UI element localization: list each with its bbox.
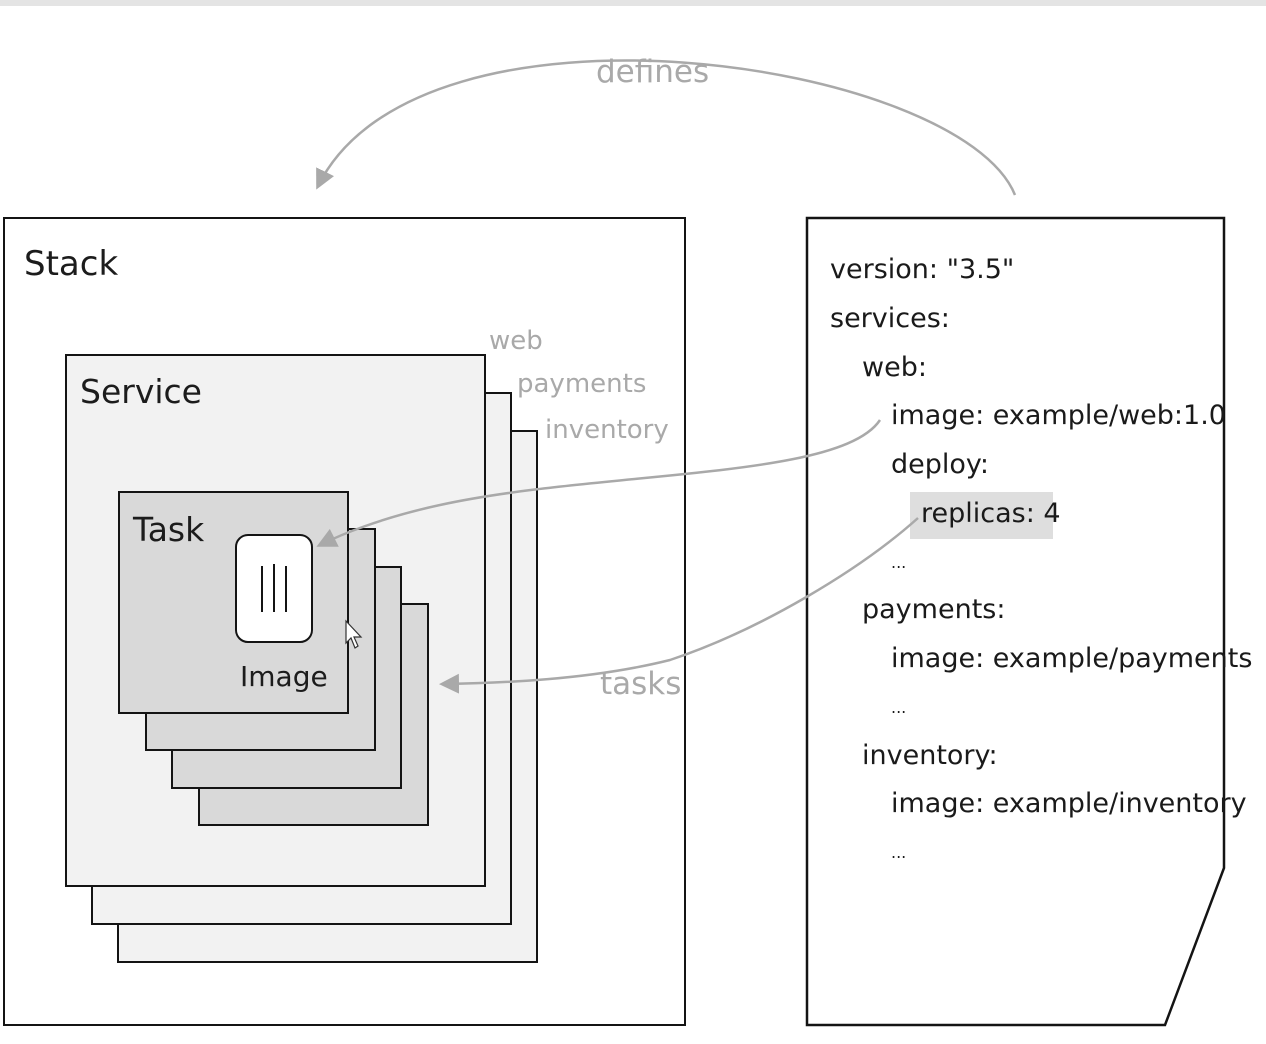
tasks-arrow [439,517,919,694]
code-line-services: services: [830,303,950,334]
service-name-web: web [489,326,543,356]
code-line-deploy: deploy: [891,449,990,480]
replicas-highlight [910,492,1053,539]
service-title: Service [80,372,202,411]
image-arrow [316,419,882,547]
code-line-web: web: [862,352,927,383]
code-line-ellipsis-3: ... [891,843,907,862]
code-line-inventory-image: image: example/inventory [891,788,1247,819]
service-name-payments: payments [517,369,647,399]
service-name-inventory: inventory [545,415,669,445]
code-line-payments-image: image: example/payments [891,643,1253,674]
defines-arrow [316,59,1017,196]
defines-label: defines [596,54,710,90]
tasks-label: tasks [600,666,682,702]
image-icon [235,534,313,643]
top-bar [0,0,1266,6]
image-bars [261,564,287,612]
code-line-version: version: "3.5" [830,254,1015,285]
image-label: Image [240,660,328,693]
code-line-ellipsis-2: ... [891,698,907,717]
cursor-icon [345,619,363,649]
stack-title: Stack [24,244,119,284]
code-line-replicas: replicas: 4 [921,498,1061,529]
code-line-payments: payments: [862,594,1006,625]
task-title: Task [133,510,205,549]
code-line-inventory: inventory: [862,740,998,771]
code-line-ellipsis-1: ... [891,553,907,572]
code-line-web-image: image: example/web:1.0 [891,400,1226,431]
